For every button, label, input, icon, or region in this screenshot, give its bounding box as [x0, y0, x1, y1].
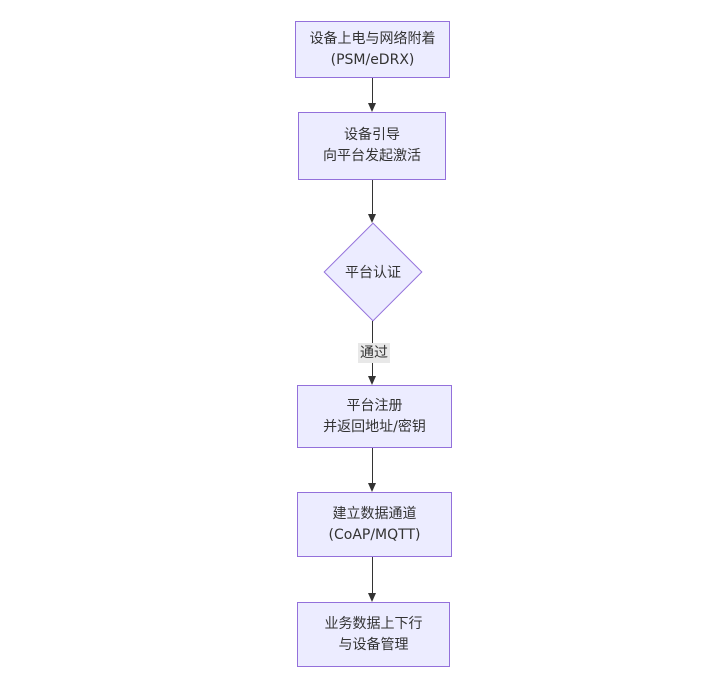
arrow-line: [372, 180, 373, 215]
node-data-channel: 建立数据通道 (CoAP/MQTT): [297, 492, 452, 557]
node-register: 平台注册 并返回地址/密钥: [297, 385, 452, 448]
arrow-head-icon: [368, 376, 376, 385]
node-text-line: 并返回地址/密钥: [323, 418, 426, 435]
node-text-line: 建立数据通道: [332, 505, 417, 522]
arrow-head-icon: [368, 214, 376, 223]
node-power-attach: 设备上电与网络附着 (PSM/eDRX): [295, 21, 450, 78]
node-text-line: 向平台发起激活: [323, 148, 421, 164]
node-text-line: 设备上电与网络附着: [309, 30, 436, 47]
arrow-n1-n2: [368, 78, 377, 112]
arrow-n2-n3: [368, 180, 377, 223]
node-text-line: 平台注册: [346, 397, 403, 414]
node-business-data: 业务数据上下行 与设备管理: [297, 602, 450, 667]
arrow-line: [372, 557, 373, 594]
arrow-n5-n6: [368, 557, 377, 602]
arrow-line: [372, 78, 373, 104]
arrow-head-icon: [368, 103, 376, 112]
node-bootstrap: 设备引导 向平台发起激活: [298, 112, 446, 180]
arrow-head-icon: [368, 593, 376, 602]
node-text-line: 设备引导: [344, 127, 400, 143]
edge-label-pass: 通过: [358, 343, 390, 363]
node-text-line: 业务数据上下行: [324, 615, 423, 632]
node-text-line: (PSM/eDRX): [330, 51, 415, 68]
arrow-line: [372, 448, 373, 484]
node-text-line: 与设备管理: [338, 636, 409, 653]
arrow-head-icon: [368, 483, 376, 492]
node-platform-auth: 平台认证: [323, 222, 423, 322]
arrow-n4-n5: [368, 448, 377, 492]
node-text-line: (CoAP/MQTT): [328, 526, 421, 543]
node-text-line: 平台认证: [345, 265, 401, 281]
